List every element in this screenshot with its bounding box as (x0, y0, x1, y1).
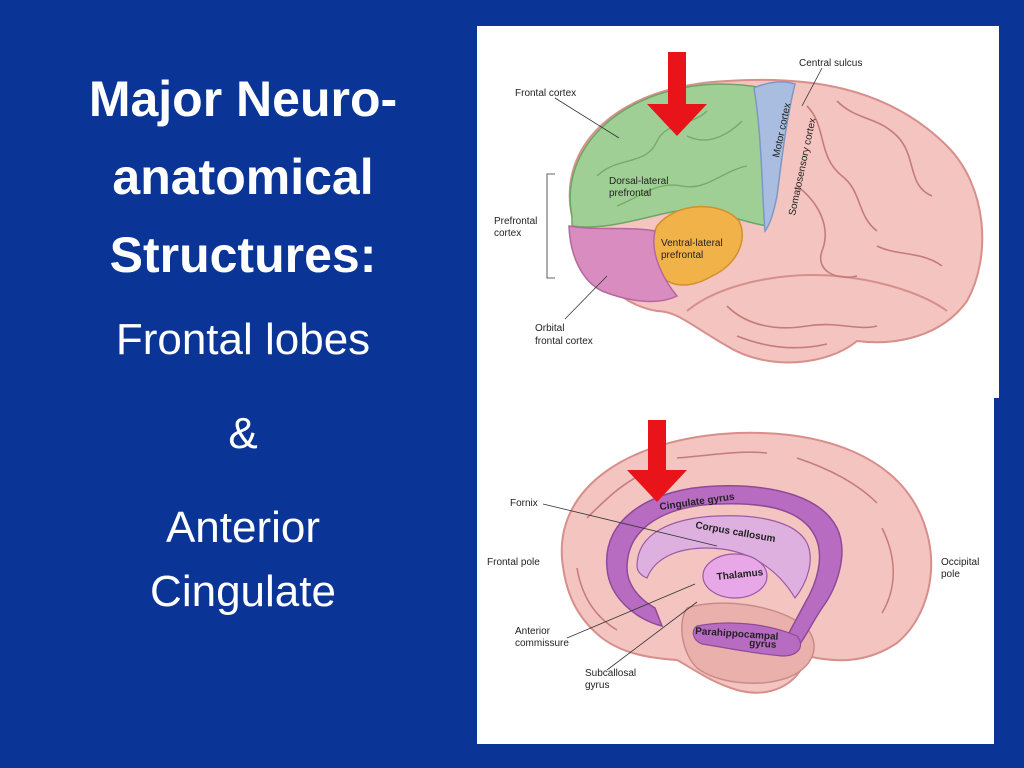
slide-title-line-2: anatomical (112, 149, 374, 205)
corpus-callosum-region (636, 515, 811, 600)
label-dorsal-lateral-2: prefrontal (609, 188, 651, 199)
motor-cortex-region (753, 81, 796, 233)
cingulate-gyrus-region (606, 485, 843, 649)
lateral-brain-panel: Central sulcus Frontal cortex Motor cort… (477, 26, 999, 398)
lateral-leader-lines (546, 67, 823, 320)
gyri-pattern (726, 100, 943, 349)
subtitle-anterior: Anterior (165, 503, 321, 552)
subtitle-cingulate: Cingulate (150, 567, 336, 616)
medial-brain-diagram: Fornix Cingulate gyrus Corpus callosum F… (487, 420, 979, 694)
label-frontal-cortex: Frontal cortex (515, 88, 576, 99)
thalamus-region (702, 553, 768, 599)
parahippocampal-gyrus-region (692, 622, 802, 657)
label-frontal-pole: Frontal pole (487, 557, 540, 568)
lateral-brain-diagram: Central sulcus Frontal cortex Motor cort… (494, 52, 984, 364)
label-prefrontal-2: cortex (494, 228, 521, 239)
slide-text-column: Major Neuro- anatomical Structures: Fron… (10, 60, 476, 624)
subtitle-ampersand: & (228, 409, 258, 458)
medial-leader-lines (542, 503, 718, 671)
red-arrow-down-icon (647, 52, 707, 136)
slide-title-line-1: Major Neuro- (88, 71, 398, 127)
label-occipital-1: Occipital (941, 557, 979, 568)
medial-brain-panel: Fornix Cingulate gyrus Corpus callosum F… (477, 398, 994, 744)
label-ventral-lateral-2: prefrontal (661, 250, 703, 261)
label-subcallosal-1: Subcallosal (585, 668, 636, 679)
red-arrow-down-icon (627, 420, 687, 502)
subtitle-frontal-lobes: Frontal lobes (115, 315, 371, 364)
label-thalamus: Thalamus (716, 567, 764, 583)
label-orbital-1: Orbital (535, 323, 564, 334)
label-parahippocampal-2: gyrus (749, 638, 777, 651)
label-anterior-commissure-2: commissure (515, 638, 569, 649)
orbital-frontal-region (568, 225, 679, 303)
label-prefrontal-1: Prefrontal (494, 216, 537, 227)
slide-title-line-3: Structures: (109, 227, 377, 283)
medial-gyri-pattern (576, 451, 894, 631)
label-ventral-lateral-1: Ventral-lateral (661, 238, 723, 249)
label-fornix: Fornix (510, 498, 538, 509)
label-orbital-2: frontal cortex (535, 336, 593, 347)
label-subcallosal-2: gyrus (585, 680, 609, 691)
label-anterior-commissure-1: Anterior (515, 626, 551, 637)
label-dorsal-lateral-1: Dorsal-lateral (609, 176, 668, 187)
label-occipital-2: pole (941, 569, 960, 580)
label-central-sulcus: Central sulcus (799, 58, 862, 69)
